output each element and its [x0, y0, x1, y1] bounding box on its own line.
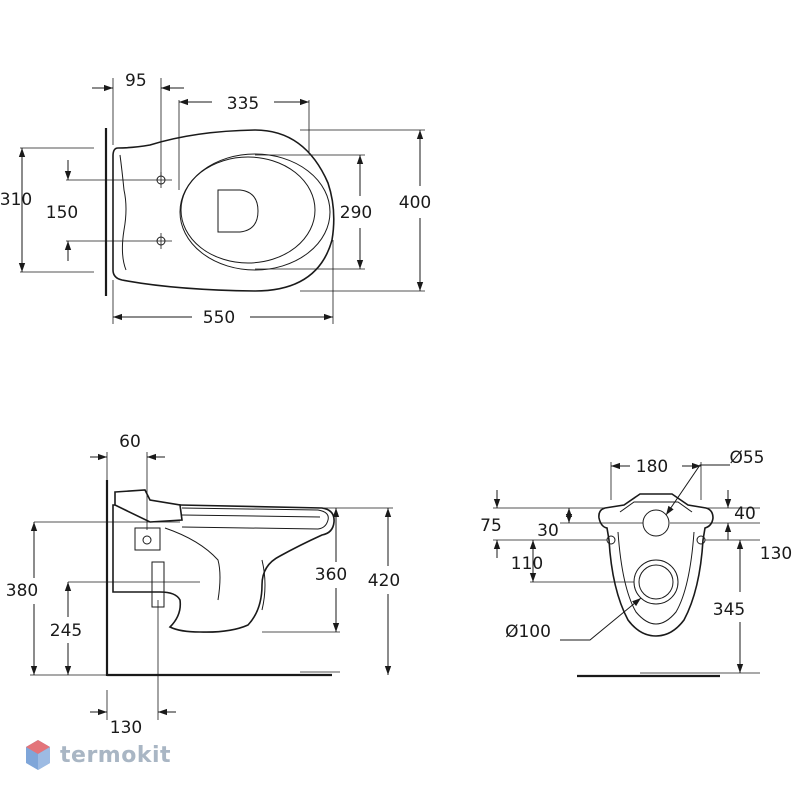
dim-180-label: 180 [636, 457, 668, 477]
dim-d100-label: Ø100 [505, 622, 551, 642]
rear-inner [617, 531, 695, 625]
drain-opening [217, 189, 259, 233]
trap-curve [261, 559, 266, 611]
dim-d55-label: Ø55 [729, 448, 764, 468]
dim-95-label: 95 [125, 71, 147, 91]
bowl-outline-top [112, 129, 335, 292]
seat-lid [181, 507, 329, 530]
top-view: 95 335 310 150 290 400 550 [0, 71, 431, 328]
brand-name: termokit [60, 742, 172, 768]
outlet-circle-inner [638, 564, 674, 600]
dim-150-label: 150 [46, 203, 78, 223]
dim-245-label: 245 [50, 621, 82, 641]
dim-130-label: 130 [110, 718, 142, 738]
rear-top-inner [619, 501, 693, 513]
dim-550-label: 550 [203, 308, 235, 328]
dim-30-label: 30 [537, 521, 559, 541]
seat-outline [179, 153, 331, 271]
termokit-logo-icon [26, 740, 50, 770]
dim-75-label: 75 [480, 516, 502, 536]
bowl-profile-side [112, 504, 335, 633]
dim-290-label: 290 [340, 203, 372, 223]
dim-345-label: 345 [713, 600, 745, 620]
brand-watermark: termokit [24, 734, 171, 776]
rear-view: 180 Ø55 75 30 40 110 130 345 Ø100 [480, 448, 792, 678]
dim-400-label: 400 [399, 193, 431, 213]
seat-line [181, 514, 321, 518]
dim-310-label: 310 [0, 190, 32, 210]
dim-420-label: 420 [368, 571, 400, 591]
water-inlet [134, 527, 161, 551]
dim-110-label: 110 [511, 554, 543, 574]
side-view: 60 380 245 360 420 130 [6, 432, 400, 738]
dim-130-label: 130 [760, 544, 792, 564]
bolt-side [142, 535, 152, 545]
rim-contour [119, 154, 127, 271]
seat-opening [180, 156, 316, 264]
dim-380-label: 380 [6, 581, 38, 601]
hinge-block [114, 489, 183, 523]
dim-40-label: 40 [734, 504, 756, 524]
dim-335-label: 335 [227, 94, 259, 114]
dim-60-label: 60 [119, 432, 141, 452]
dim-360-label: 360 [315, 565, 347, 585]
inner-bowl-curve [164, 527, 221, 601]
